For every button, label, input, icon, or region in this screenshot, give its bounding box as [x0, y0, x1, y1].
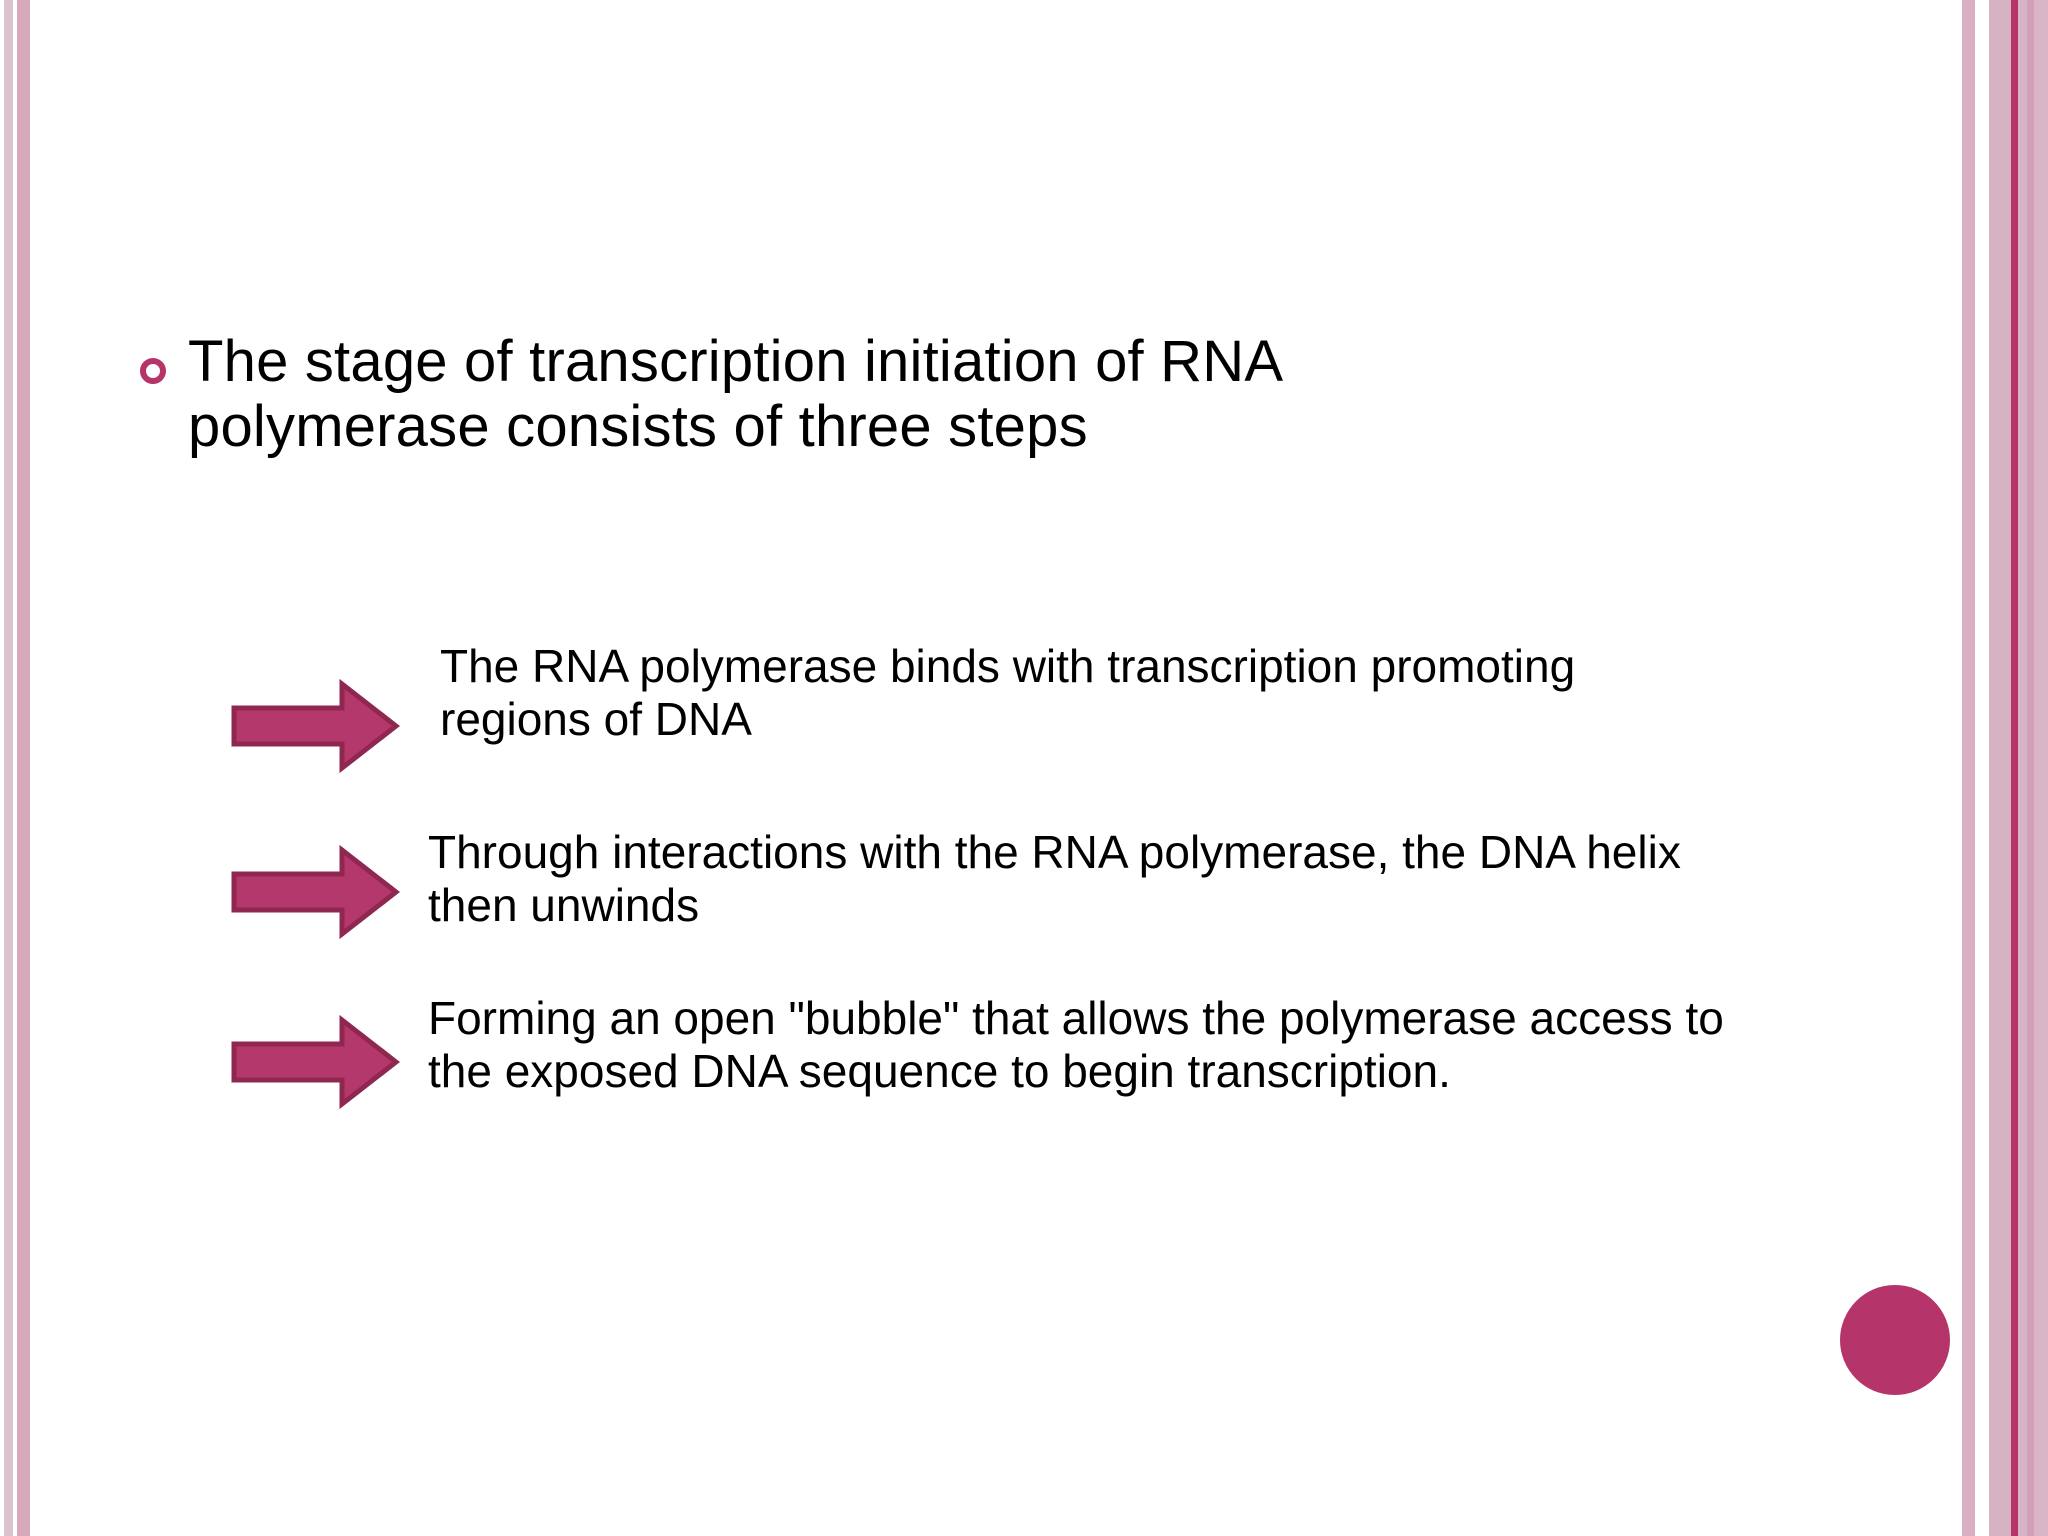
list-item: The RNA polymerase binds with transcript…: [230, 640, 1730, 774]
right-stripe-1: [1962, 0, 1975, 1536]
right-stripe-6: [2034, 0, 2048, 1536]
filled-circle-decoration: [1840, 1285, 1950, 1395]
right-stripe-accent: [2011, 0, 2018, 1536]
list-item-label: Through interactions with the RNA polyme…: [428, 826, 1681, 931]
left-stripe-outer: [4, 0, 13, 1536]
title-row: The stage of transcription initiation of…: [140, 329, 1540, 460]
right-stripe-4: [2018, 0, 2027, 1536]
ring-bullet-icon: [140, 358, 166, 384]
slide-title-block: The stage of transcription initiation of…: [140, 329, 1540, 460]
list-item-label: The RNA polymerase binds with transcript…: [440, 640, 1576, 745]
right-arrow-icon: [230, 678, 400, 774]
page-title: The stage of transcription initiation of…: [188, 329, 1281, 459]
right-stripe-2: [1989, 0, 2011, 1536]
right-stripe-5: [2027, 0, 2034, 1536]
right-arrow-icon: [230, 844, 400, 940]
steps-list: The RNA polymerase binds with transcript…: [230, 640, 1730, 1154]
left-stripe-inner: [17, 0, 30, 1536]
list-item: Through interactions with the RNA polyme…: [230, 826, 1730, 940]
list-item: Forming an open "bubble" that allows the…: [230, 992, 1730, 1110]
right-arrow-icon: [230, 1014, 400, 1110]
list-item-label: Forming an open "bubble" that allows the…: [428, 992, 1724, 1097]
